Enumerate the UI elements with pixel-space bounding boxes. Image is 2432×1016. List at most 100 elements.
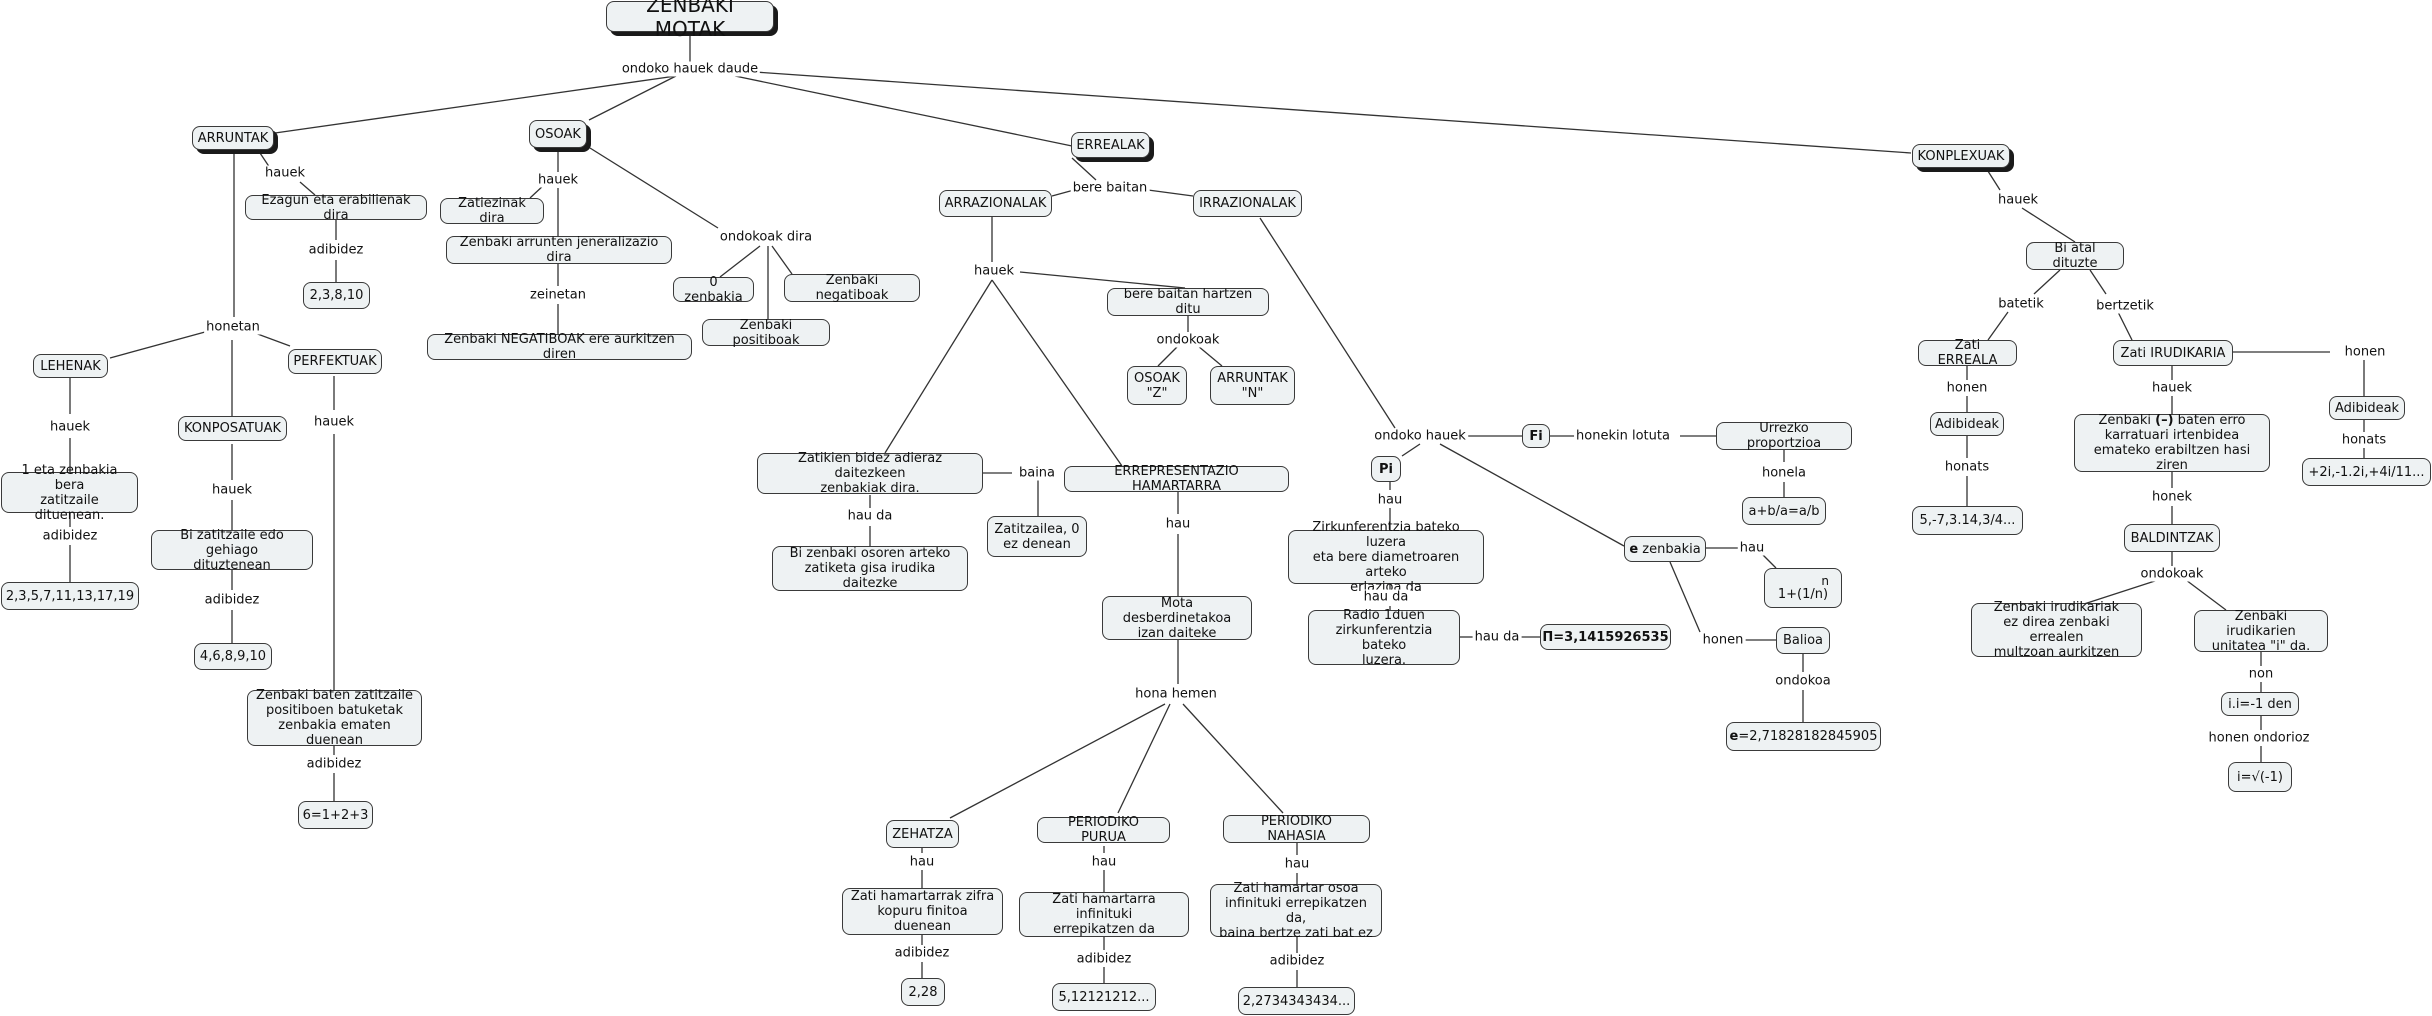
node-positiboak-text: Zenbaki positiboak: [732, 317, 800, 348]
node-e-value[interactable]: e=2,71828182845905: [1726, 722, 1881, 751]
link-hauek-konposatuak: hauek: [210, 482, 254, 498]
node-konposatuak[interactable]: KONPOSATUAK: [178, 416, 287, 441]
node-arrazionalak[interactable]: ARRAZIONALAK: [939, 190, 1052, 217]
node-i-value[interactable]: i=√(-1): [2228, 762, 2292, 792]
node-konposatuak-desc[interactable]: Bi zatitzaile edo gehiago dituztenean: [151, 527, 313, 573]
node-errepresentazio-text: ERREPRESENTAZIO HAMARTARRA: [1114, 464, 1239, 494]
node-negatiboak-aurkitzen[interactable]: Zenbaki NEGATIBOAK ere aurkitzen diren: [427, 332, 692, 362]
node-baldintza-a[interactable]: Zenbaki irudikariak ez direa zenbaki err…: [1971, 600, 2142, 660]
node-osoak[interactable]: OSOAK: [529, 120, 587, 148]
node-lehenak-ex[interactable]: 2,3,5,7,11,13,17,19: [1, 582, 139, 610]
node-pi[interactable]: Pi: [1371, 456, 1401, 482]
node-periodiko-purua[interactable]: PERIODIKO PURUA: [1037, 815, 1170, 845]
node-perfektuak-ex-text: 6=1+2+3: [302, 807, 369, 823]
node-zero[interactable]: 0 zenbakia: [673, 274, 754, 305]
node-lehenak-text: LEHENAK: [40, 358, 101, 374]
node-zatitzailea[interactable]: Zatitzailea, 0 ez denean: [987, 516, 1087, 557]
node-periodiko-purua-desc[interactable]: Zati hamartarra infinituki errepikatzen …: [1019, 892, 1189, 937]
link-ondokoa-e: ondokoa: [1773, 673, 1833, 689]
node-baldintzak[interactable]: BALDINTZAK: [2124, 524, 2220, 552]
root-title[interactable]: ZENBAKI MOTAK: [606, 0, 774, 41]
node-balioa[interactable]: Balioa: [1776, 627, 1830, 654]
node-adibideak-irudikaria-text: Adibideak: [2334, 400, 2400, 416]
node-zatikien-text: Zatikien bidez adieraz daitezkeen zenbak…: [797, 451, 943, 496]
node-irrazionalak[interactable]: IRRAZIONALAK: [1193, 190, 1302, 217]
node-mota-desberdinetakoa[interactable]: Mota desberdinetakoa izan daiteke: [1102, 595, 1252, 641]
node-osoak-z[interactable]: OSOAK "Z": [1127, 366, 1187, 405]
node-adibideak-irudikaria[interactable]: Adibideak: [2329, 396, 2405, 420]
node-urrezko-proportzioa[interactable]: Urrezko proportzioa: [1716, 421, 1852, 451]
link-hauek-arruntak: hauek: [263, 165, 307, 181]
node-arruntak-n[interactable]: ARRUNTAK "N": [1210, 366, 1295, 405]
node-zenbaki-arrunten-jen[interactable]: Zenbaki arrunten jeneralizazio dira: [446, 235, 672, 265]
node-baldintza-b[interactable]: Zenbaki irudikarien unitatea "i" da.: [2194, 609, 2328, 654]
node-e-zenbakia[interactable]: e zenbakia: [1624, 536, 1706, 562]
node-adibideak-irudikaria-ex[interactable]: +2i,-1.2i,+4i/11...: [2302, 458, 2431, 486]
node-zehatza-desc[interactable]: Zati hamartarrak zifra kopuru finitoa du…: [842, 888, 1003, 935]
node-bi-zenbaki[interactable]: Bi zenbaki osoren arteko zatiketa gisa i…: [772, 546, 968, 591]
node-lehenak[interactable]: LEHENAK: [33, 354, 108, 378]
node-adibideak-erreala[interactable]: Adibideak: [1930, 412, 2004, 436]
node-negatiboak-aurkitzen-text: Zenbaki NEGATIBOAK ere aurkitzen diren: [444, 332, 675, 362]
node-ezagun[interactable]: Ezagun eta erabilienak dira: [245, 192, 427, 223]
node-errepresentazio[interactable]: ERREPRESENTAZIO HAMARTARRA: [1064, 464, 1289, 494]
node-irudikaria-desc[interactable]: Zenbaki (–) baten erro karratuari irtenb…: [2074, 413, 2270, 473]
node-periodiko-nahasia[interactable]: PERIODIKO NAHASIA: [1223, 814, 1370, 844]
node-zirkunferentzia-text: Zirkunferentzia bateko luzera eta bere d…: [1312, 519, 1460, 595]
node-perfektuak[interactable]: PERFEKTUAK: [288, 349, 382, 374]
node-bere-baitan-hartzen-text: bere baitan hartzen ditu: [1123, 287, 1253, 317]
node-negatiboak[interactable]: Zenbaki negatiboak: [784, 273, 920, 303]
link-hau-da-arrazionalak: hau da: [845, 508, 895, 524]
node-bi-atal[interactable]: Bi atal dituzte: [2026, 241, 2124, 271]
node-urrezko-proportzioa-text: Urrezko proportzioa: [1746, 421, 1822, 451]
node-perfektuak-desc[interactable]: Zenbaki baten zatitzaile positiboen batu…: [247, 688, 422, 748]
link-hau-periodiko-nahasia: hau: [1282, 856, 1312, 872]
node-zirkunferentzia[interactable]: Zirkunferentzia bateko luzera eta bere d…: [1288, 520, 1484, 595]
node-periodiko-nahasia-ex[interactable]: 2,2734343434...: [1238, 987, 1355, 1015]
node-zatiezinak[interactable]: Zatiezinak dira: [440, 196, 544, 226]
node-bere-baitan-hartzen[interactable]: bere baitan hartzen ditu: [1107, 287, 1269, 317]
node-urrezko-formula[interactable]: a+b/a=a/b: [1742, 497, 1826, 525]
node-pi-value[interactable]: Π=3,1415926535: [1540, 624, 1671, 650]
link-hauek-lehenak: hauek: [48, 419, 92, 435]
node-baldintzak-text: BALDINTZAK: [2130, 530, 2214, 546]
link-honen-e: honen: [1700, 632, 1746, 648]
node-zehatza[interactable]: ZEHATZA: [886, 820, 959, 848]
link-ondoko-hauek-irrazionalak: ondoko hauek: [1372, 428, 1468, 444]
node-ezagun-text: Ezagun eta erabilienak dira: [261, 192, 411, 223]
node-zatikien[interactable]: Zatikien bidez adieraz daitezkeen zenbak…: [757, 451, 983, 496]
node-perfektuak-text: PERFEKTUAK: [293, 354, 377, 369]
node-errealak[interactable]: ERREALAK: [1071, 132, 1150, 158]
node-periodiko-purua-ex[interactable]: 5,12121212...: [1052, 983, 1156, 1011]
link-honats-zati-erreala: honats: [1942, 459, 1992, 475]
node-mota-desberdinetakoa-text: Mota desberdinetakoa izan daiteke: [1122, 595, 1232, 641]
root-title-text: ZENBAKI MOTAK: [646, 0, 734, 41]
node-radio[interactable]: Radio 1duen zirkunferentzia bateko luzer…: [1308, 608, 1460, 668]
node-konposatuak-desc-text: Bi zatitzaile edo gehiago dituztenean: [180, 527, 284, 573]
node-zehatza-ex[interactable]: 2,28: [901, 978, 945, 1006]
node-periodiko-nahasia-desc-text: Zati hamartar osoa infinituki errepikatz…: [1219, 880, 1373, 941]
link-batetik: batetik: [1996, 296, 2046, 312]
node-adibideak-erreala-ex[interactable]: 5,-7,3.14,3/4...: [1912, 506, 2023, 535]
node-irudikaria-desc-text1: Zenbaki: [2098, 413, 2156, 428]
node-periodiko-purua-text: PERIODIKO PURUA: [1067, 815, 1140, 845]
node-konposatuak-text: KONPOSATUAK: [183, 421, 282, 436]
link-hau-e: hau: [1737, 540, 1767, 556]
link-adibidez-lehenak: adibidez: [40, 528, 100, 544]
link-hauek-osoak: hauek: [536, 172, 580, 188]
node-positiboak[interactable]: Zenbaki positiboak: [702, 317, 830, 348]
node-perfektuak-ex[interactable]: 6=1+2+3: [298, 801, 373, 829]
node-zero-text: 0 zenbakia: [684, 274, 743, 305]
node-konplexuak[interactable]: KONPLEXUAK: [1912, 144, 2010, 168]
node-arruntak[interactable]: ARRUNTAK: [192, 126, 274, 150]
node-ii[interactable]: i.i=-1 den: [2221, 692, 2299, 716]
node-konposatuak-ex[interactable]: 4,6,8,9,10: [194, 643, 272, 670]
node-ex-arruntak[interactable]: 2,3,8,10: [303, 282, 370, 309]
node-fi[interactable]: Fi: [1522, 424, 1550, 448]
node-zati-irudikaria[interactable]: Zati IRUDIKARIA: [2113, 340, 2233, 366]
node-periodiko-nahasia-desc[interactable]: Zati hamartar osoa infinituki errepikatz…: [1210, 881, 1382, 941]
node-lehenak-desc[interactable]: 1 eta zenbakia bera zatitzaile dituenean…: [1, 463, 138, 523]
node-zati-erreala[interactable]: Zati ERREALA: [1918, 338, 2017, 368]
node-i-value-text: i=√(-1): [2237, 769, 2283, 785]
